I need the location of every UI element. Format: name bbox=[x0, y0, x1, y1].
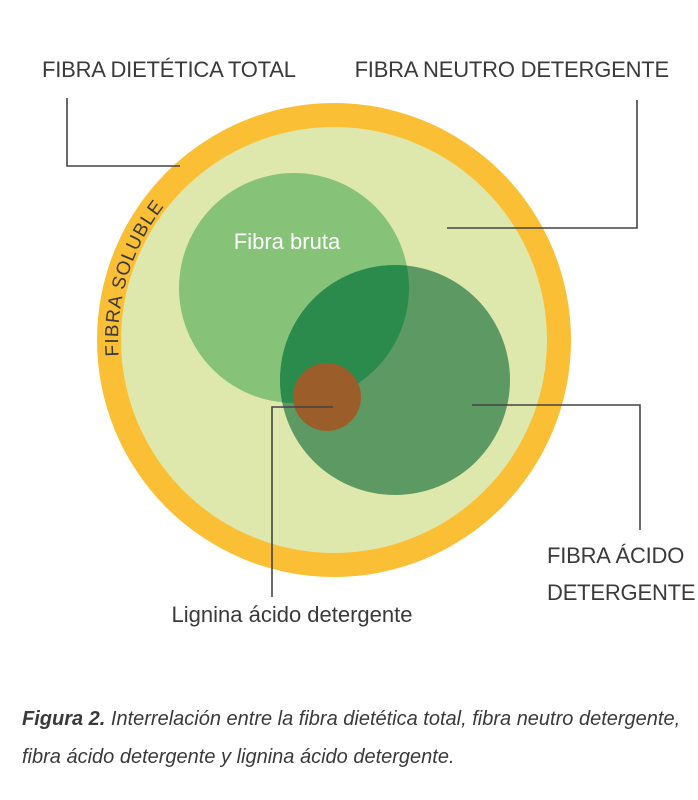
total-fiber-leader bbox=[66, 98, 180, 167]
neutral-fiber-label: FIBRA NEUTRO DETERGENTE bbox=[355, 57, 669, 82]
total-fiber-label: FIBRA DIETÉTICA TOTAL bbox=[42, 57, 296, 82]
neutral-fiber-leader bbox=[447, 100, 638, 229]
acid-fiber-label-line2: DETERGENTE bbox=[547, 580, 695, 605]
figure-caption-text: Interrelación entre la fibra dietética t… bbox=[22, 708, 681, 768]
crude-fiber-label: Fibra bruta bbox=[234, 229, 341, 254]
acid-fiber-label-line1: FIBRA ÁCIDO bbox=[547, 543, 684, 568]
lignin-circle bbox=[293, 363, 361, 431]
lignin-leader bbox=[271, 406, 333, 597]
fiber-diagram: FIBRA SOLUBLE FIBRA DIETÉTICA TOTAL FIBR… bbox=[42, 57, 696, 627]
figure-number: Figura 2. bbox=[22, 708, 106, 730]
acid-fiber-leader bbox=[472, 404, 641, 530]
lignin-label: Lignina ácido detergente bbox=[172, 602, 413, 627]
figure-caption: Figura 2. Interrelación entre la fibra d… bbox=[22, 700, 682, 776]
